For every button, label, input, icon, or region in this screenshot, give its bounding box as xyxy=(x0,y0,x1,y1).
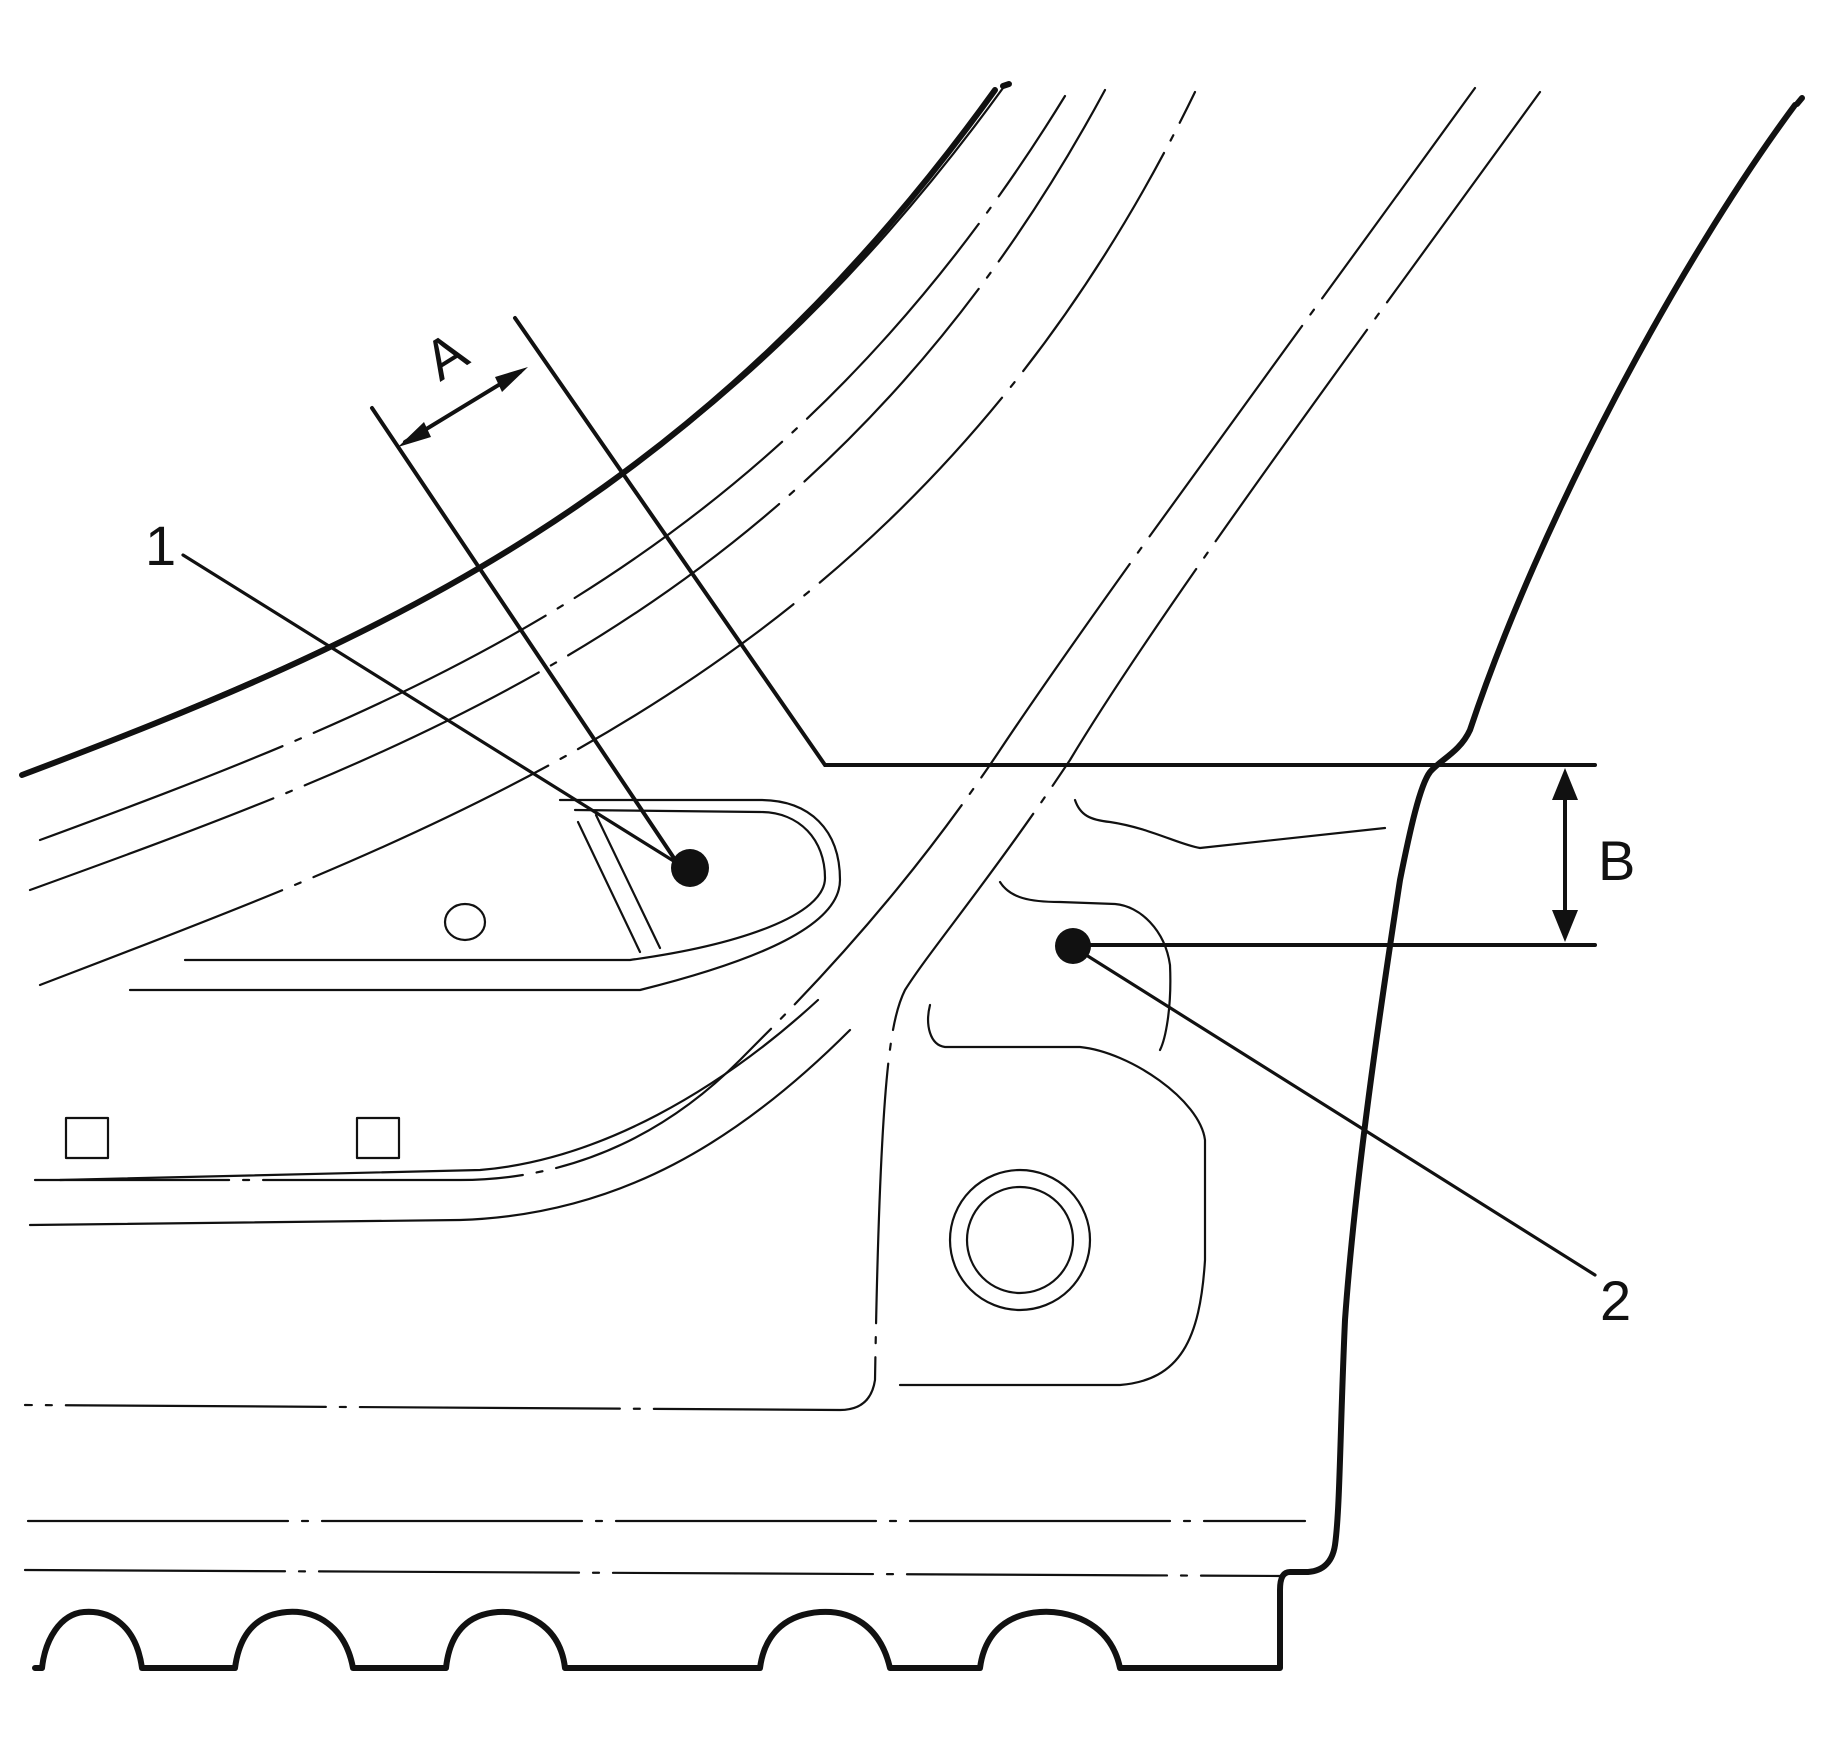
b-pillar-outer-outline xyxy=(32,95,1805,1671)
dimension-label-b: B xyxy=(1598,829,1635,892)
square-opening xyxy=(355,1116,401,1160)
arrowhead xyxy=(398,422,431,447)
rocker-contours xyxy=(23,1519,1307,1578)
arrowhead xyxy=(1552,910,1578,942)
dimension-a: A xyxy=(370,316,1597,884)
access-hole-outer xyxy=(948,1168,1092,1312)
locator-hole xyxy=(443,902,487,942)
access-hole-inner xyxy=(965,1185,1075,1295)
square-opening xyxy=(64,1116,110,1160)
dimension-label-a: A xyxy=(413,319,479,393)
arrowhead xyxy=(1552,768,1578,800)
roof-rail-outer-edge xyxy=(19,81,1012,778)
callout-2: 2 xyxy=(1055,928,1631,1332)
fastener-point-1 xyxy=(671,849,709,887)
dimension-b: B xyxy=(1075,768,1635,947)
roof-rail-contours xyxy=(28,88,1197,987)
fastener-point-2 xyxy=(1055,928,1091,964)
callout-label-1: 1 xyxy=(145,514,176,577)
arrowhead xyxy=(495,367,528,392)
callout-1: 1 xyxy=(145,514,709,887)
upper-pocket xyxy=(128,798,842,992)
callout-label-2: 2 xyxy=(1600,1269,1631,1332)
pillar-contours xyxy=(23,86,1542,1412)
lower-bracket xyxy=(898,798,1387,1387)
